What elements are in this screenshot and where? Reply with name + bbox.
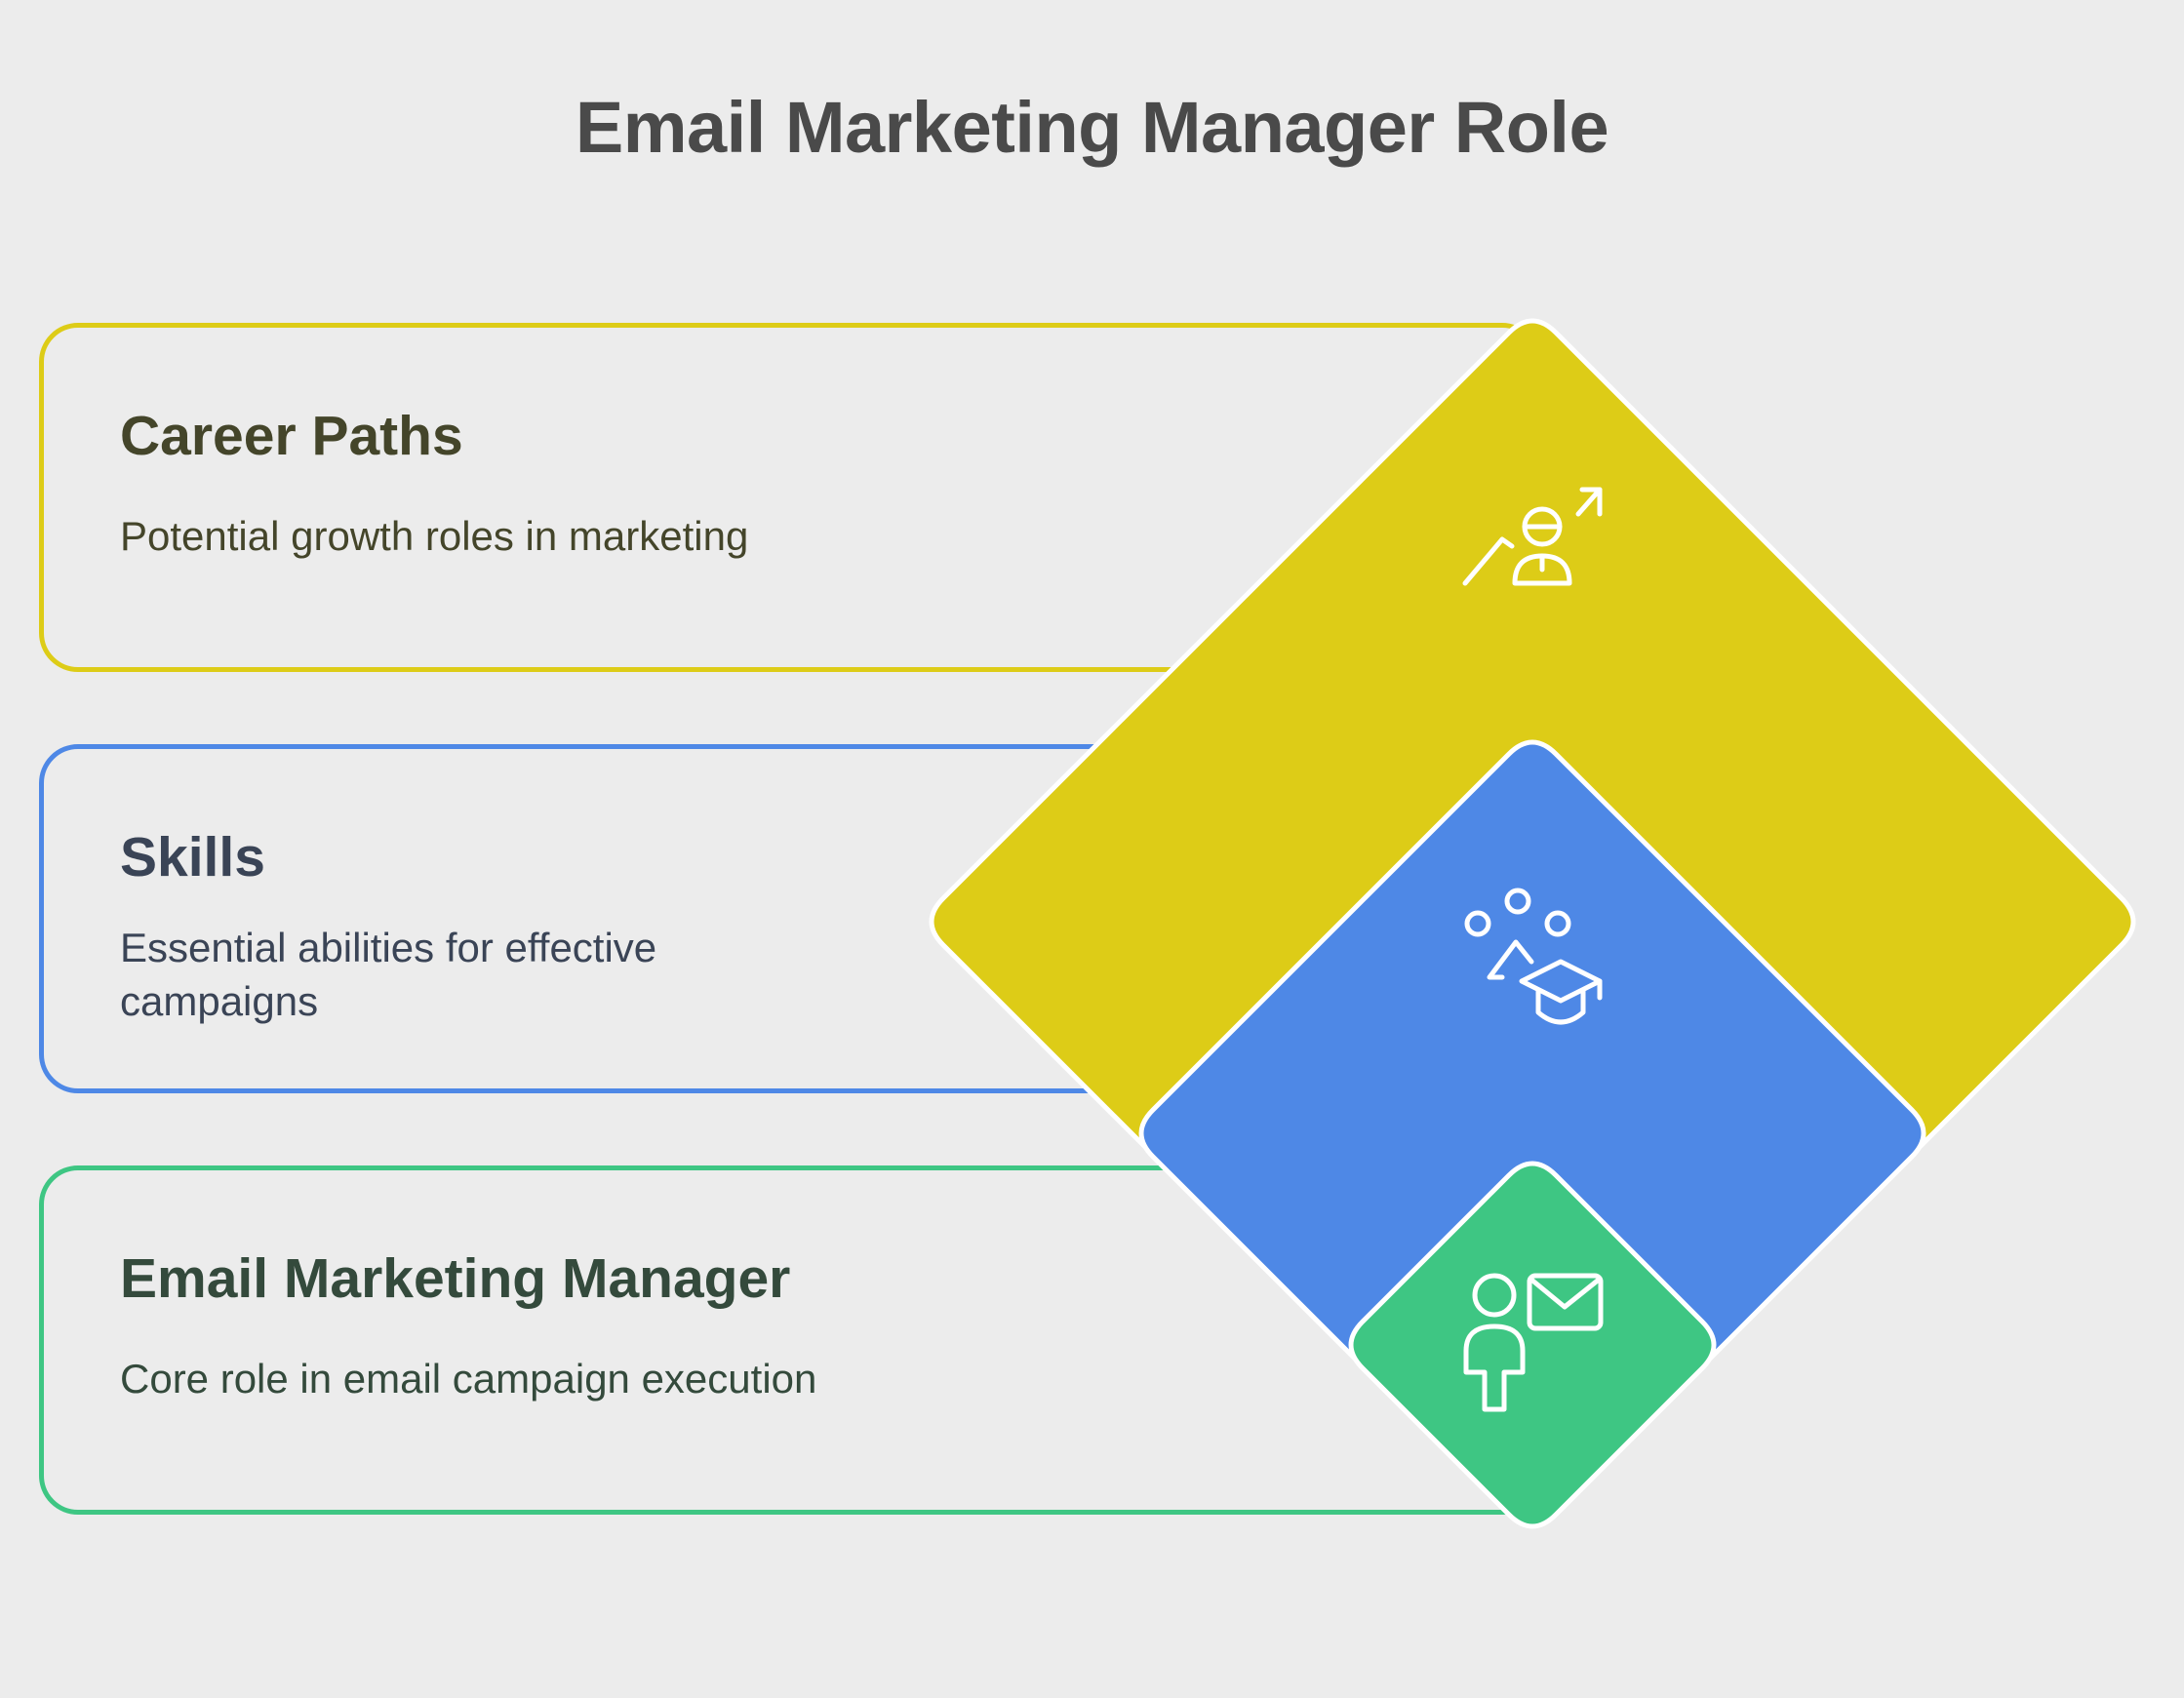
card-career-paths-title: Career Paths: [120, 405, 463, 467]
card-skills: Skills Essential abilities for effective…: [39, 744, 1541, 1093]
card-email-marketing-manager: Email Marketing Manager Core role in ema…: [39, 1165, 1541, 1515]
card-career-paths: Career Paths Potential growth roles in m…: [39, 323, 1541, 672]
page-title: Email Marketing Manager Role: [575, 87, 1609, 168]
career-growth-icon: [1462, 487, 1603, 586]
card-email-manager-title: Email Marketing Manager: [120, 1247, 791, 1310]
card-email-manager-description: Core role in email campaign execution: [120, 1356, 817, 1402]
email-manager-diamond: [1348, 1161, 1717, 1529]
card-skills-title: Skills: [120, 826, 265, 888]
card-career-paths-description: Potential growth roles in marketing: [120, 513, 749, 559]
person-email-icon: [1463, 1273, 1604, 1412]
skills-graduation-icon: [1464, 888, 1603, 1025]
card-skills-description: Essential abilities for effective campai…: [120, 925, 657, 1024]
